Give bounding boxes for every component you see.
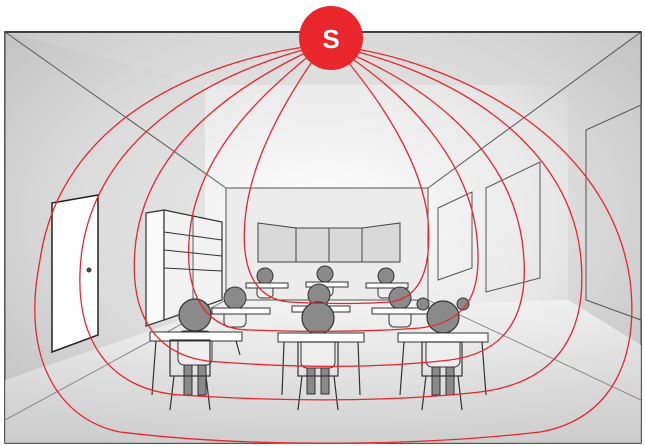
wave-3 — [133, 46, 525, 367]
chair — [169, 339, 211, 411]
floor-edge-right — [427, 299, 642, 401]
whiteboard — [257, 222, 401, 263]
desk — [211, 307, 271, 315]
sound-source-badge: S — [299, 6, 363, 70]
desk — [245, 282, 289, 289]
wave-5 — [243, 49, 430, 305]
wave-4 — [188, 47, 479, 332]
windows — [437, 104, 642, 321]
desk — [365, 282, 409, 289]
bookshelf — [145, 209, 223, 327]
wave-2 — [79, 45, 583, 401]
chair — [421, 341, 463, 411]
source-label: S — [322, 24, 339, 54]
board-panel-right — [361, 222, 401, 263]
wave-1 — [34, 44, 633, 444]
board-panel-center-left — [295, 227, 330, 263]
desk — [149, 331, 243, 342]
sound-source-icon — [299, 6, 363, 70]
ceiling-edge-right — [427, 31, 642, 189]
board-panel-left — [257, 222, 297, 263]
desk — [397, 332, 489, 343]
students-and-desks — [149, 265, 489, 411]
sound-waves — [34, 44, 633, 444]
door-knob — [86, 267, 92, 273]
ceiling-edge-left — [4, 31, 227, 189]
chair — [297, 341, 339, 411]
door — [51, 194, 99, 354]
board-panel-center-right — [328, 227, 363, 263]
desk — [277, 332, 365, 343]
right-wall — [568, 32, 641, 345]
